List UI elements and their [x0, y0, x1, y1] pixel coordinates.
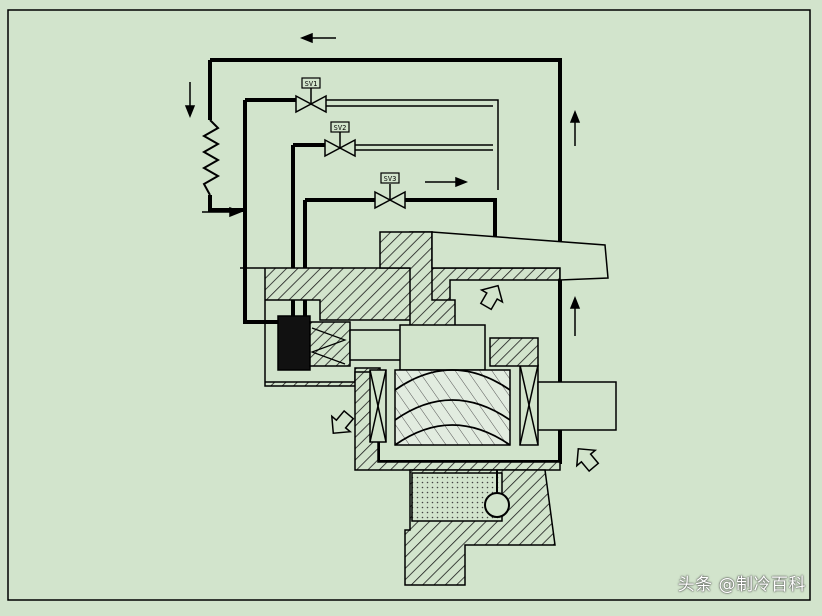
solenoid-valve-sv3[interactable]: SV3 — [374, 172, 406, 210]
arrow-up-right-2 — [569, 295, 581, 336]
arrow-upleft-inlet — [575, 447, 600, 473]
valve-label-sv3: SV3 — [384, 175, 397, 183]
slide-valve-piston — [277, 315, 486, 371]
arrow-upright-suction — [479, 284, 504, 311]
bearings — [369, 337, 539, 446]
valve-label-sv2: SV2 — [334, 124, 347, 132]
solenoid-valve-sv1[interactable]: SV1 — [295, 77, 327, 114]
valve-label-sv1: SV1 — [305, 80, 318, 88]
diagram-border — [7, 9, 811, 601]
screw-rotor — [394, 369, 511, 446]
arrow-downleft-discharge — [330, 409, 355, 435]
arrow-left-top — [299, 32, 336, 44]
coil-zigzag — [201, 119, 221, 196]
flow-arrows — [184, 32, 581, 336]
return-lines — [325, 99, 499, 190]
watermark-text: 头条 @制冷百科 — [677, 575, 806, 595]
oil-sump — [404, 469, 556, 586]
watermark: 头条 @制冷百科 — [678, 570, 806, 595]
arrow-right-inlet — [202, 206, 243, 218]
drive-shaft — [537, 381, 617, 431]
arrow-down-left — [184, 82, 196, 119]
solenoid-valve-sv2[interactable]: SV2 — [324, 121, 356, 158]
compressor-housing — [240, 231, 609, 471]
arrow-right-sv3 — [425, 176, 469, 188]
arrow-up-right-1 — [569, 109, 581, 146]
hollow-arrows — [330, 284, 600, 473]
